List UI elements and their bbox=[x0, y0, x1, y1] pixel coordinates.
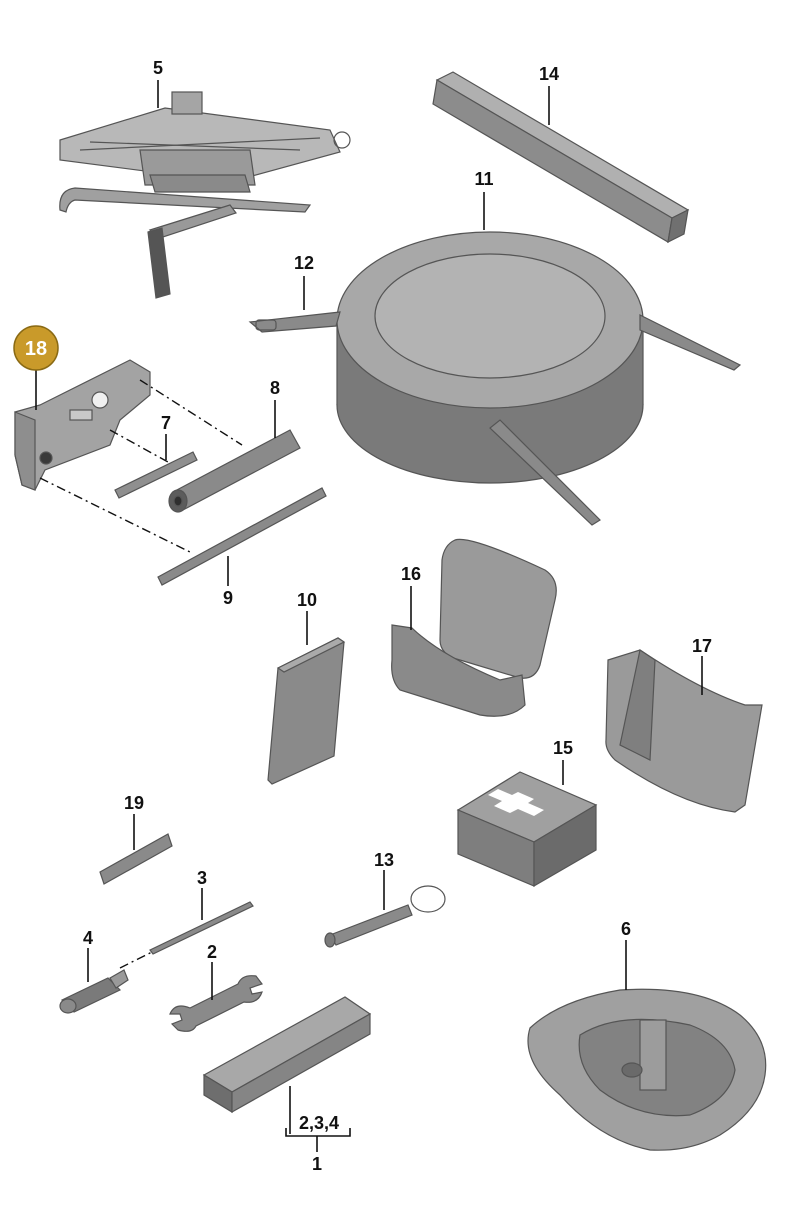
part-13-towing-eye[interactable] bbox=[324, 885, 446, 948]
callout-18[interactable]: 18 bbox=[25, 338, 47, 360]
callout-16[interactable]: 16 bbox=[401, 564, 421, 584]
part-2-wrench[interactable] bbox=[169, 975, 263, 1032]
part-14-bar[interactable] bbox=[432, 71, 690, 244]
assembly-lines bbox=[39, 379, 243, 553]
part-17-tray[interactable] bbox=[605, 649, 763, 813]
callout-2-3-4[interactable]: 2,3,4 bbox=[299, 1113, 339, 1133]
callout-2[interactable]: 2 bbox=[207, 942, 217, 962]
part-8-tube[interactable] bbox=[168, 429, 301, 513]
white-cross-icon bbox=[488, 789, 544, 816]
callout-15[interactable]: 15 bbox=[553, 738, 573, 758]
callout-1[interactable]: 1 bbox=[312, 1154, 322, 1174]
part-15-first-aid-kit[interactable] bbox=[456, 771, 598, 888]
part-7-rod[interactable] bbox=[114, 451, 198, 499]
part-16-holder[interactable] bbox=[391, 538, 557, 717]
callout-18-badge[interactable]: 18 bbox=[13, 325, 59, 371]
callout-6[interactable]: 6 bbox=[621, 919, 631, 939]
callout-8[interactable]: 8 bbox=[270, 378, 280, 398]
callout-19[interactable]: 19 bbox=[124, 793, 144, 813]
callout-10[interactable]: 10 bbox=[297, 590, 317, 610]
part-9-long-rod[interactable] bbox=[157, 487, 327, 586]
callout-17[interactable]: 17 bbox=[692, 636, 712, 656]
part-6-foam-insert[interactable] bbox=[527, 988, 767, 1151]
callout-11[interactable]: 11 bbox=[474, 169, 493, 189]
part-10-pad[interactable] bbox=[267, 637, 346, 785]
callout-labels: 5 14 11 12 18 8 7 9 16 10 17 15 19 13 3 … bbox=[13, 58, 712, 1174]
leader-lines bbox=[35, 80, 703, 1152]
part-11-wheel-cover[interactable] bbox=[248, 231, 742, 526]
part-3-screwdriver-blade[interactable] bbox=[119, 901, 254, 969]
callout-3[interactable]: 3 bbox=[197, 868, 207, 888]
callout-14[interactable]: 14 bbox=[539, 64, 559, 84]
callout-13[interactable]: 13 bbox=[374, 850, 394, 870]
callout-5[interactable]: 5 bbox=[153, 58, 163, 78]
part-4-screwdriver-handle[interactable] bbox=[59, 969, 129, 1014]
callout-9[interactable]: 9 bbox=[223, 588, 233, 608]
part-5-scissor-jack[interactable] bbox=[59, 91, 351, 299]
part-1-tool-case[interactable] bbox=[202, 996, 372, 1114]
callout-4[interactable]: 4 bbox=[83, 928, 93, 948]
callout-12[interactable]: 12 bbox=[294, 253, 314, 273]
part-19-small-pad[interactable] bbox=[99, 833, 173, 885]
callout-7[interactable]: 7 bbox=[161, 413, 171, 433]
